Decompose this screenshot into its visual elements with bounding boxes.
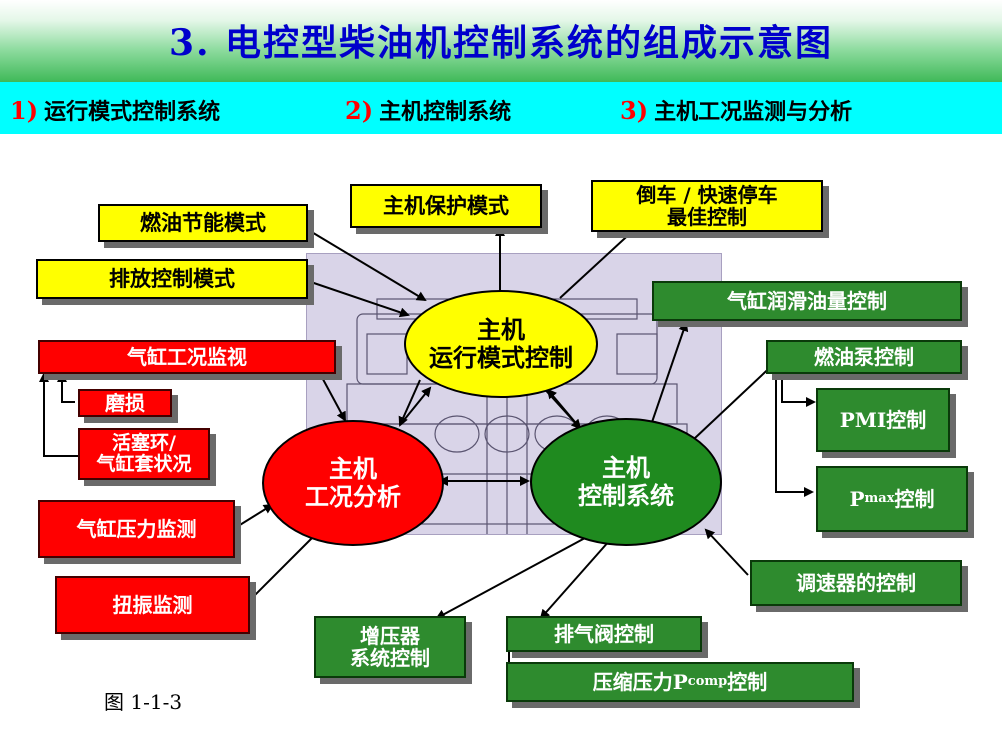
arrow-cylmon-analysis <box>317 369 346 422</box>
wear-box: 磨损 <box>78 389 172 417</box>
arrow-ring <box>39 372 90 457</box>
subtitle-1-text: 运行模式控制系统 <box>44 100 221 125</box>
ring-liner-box: 活塞环/ 气缸套状况 <box>78 428 210 480</box>
figure-caption: 图 1-1-3 <box>104 690 183 714</box>
subtitle-2: 2)主机控制系统 <box>345 94 511 126</box>
subtitle-1: 1)运行模式控制系统 <box>10 94 220 126</box>
arrow-pressure <box>234 503 274 529</box>
arrow-control-lube <box>649 321 689 429</box>
arrow-governor <box>704 528 749 576</box>
arrow-op-analysis <box>398 379 421 427</box>
fuel-saving-mode-box: 燃油节能模式 <box>98 204 308 242</box>
arrow-torsion <box>249 528 322 601</box>
page-title: 3. 电控型柴油机控制系统的组成示意图 <box>168 22 834 64</box>
pmax-label-rest: 控制 <box>894 487 935 511</box>
reverse-stop-box: 倒车 / 快速停车 最佳控制 <box>591 180 823 232</box>
arrow-exhaust <box>539 539 611 620</box>
exhaust-valve-box: 排气阀控制 <box>506 616 702 652</box>
pcomp-subscript: comp <box>687 673 728 689</box>
subtitle-bar <box>0 82 1002 134</box>
subtitle-3: 3)主机工况监测与分析 <box>620 94 852 126</box>
arrow-wear <box>57 372 75 403</box>
protection-mode-box: 主机保护模式 <box>350 184 542 228</box>
subtitle-1-num: 1) <box>10 96 39 125</box>
pcomp-label-rest: 控制 <box>727 670 768 694</box>
arrow-reverse <box>559 226 638 299</box>
arrow-analysis-op <box>399 386 432 426</box>
pcomp-label: 压缩压力P <box>592 670 688 694</box>
pmax-label: P <box>849 487 865 511</box>
arrow-emission <box>304 279 410 318</box>
governor-control-box: 调速器的控制 <box>750 560 962 606</box>
arrow-fuel-saving <box>304 227 427 302</box>
subtitle-2-num: 2) <box>345 96 374 125</box>
subtitle-3-num: 3) <box>620 96 649 125</box>
arrow-control-op <box>546 388 581 429</box>
title-bar <box>0 0 1002 82</box>
pmax-subscript: max <box>864 490 895 506</box>
turbo-system-box: 增压器 系统控制 <box>314 616 466 678</box>
arrow-pmax <box>775 374 814 497</box>
torsion-monitor-box: 扭振监测 <box>55 576 250 634</box>
operation-mode-center: 主机 运行模式控制 <box>404 290 598 398</box>
subtitle-2-text: 主机控制系统 <box>379 100 512 125</box>
arrow-pmi <box>781 374 816 407</box>
fuel-pump-box: 燃油泵控制 <box>766 340 962 374</box>
pmi-control-box: PMI控制 <box>816 388 950 452</box>
arrow-control-fuel <box>694 358 780 439</box>
arrow-turbo <box>435 537 586 619</box>
control-system-center: 主机 控制系统 <box>530 418 722 546</box>
cylinder-pressure-box: 气缸压力监测 <box>38 500 235 558</box>
condition-analysis-center: 主机 工况分析 <box>262 420 444 546</box>
emission-mode-box: 排放控制模式 <box>36 259 308 299</box>
cylinder-monitor-box: 气缸工况监视 <box>38 340 336 374</box>
subtitle-3-text: 主机工况监测与分析 <box>654 100 853 125</box>
lube-oil-box: 气缸润滑油量控制 <box>652 281 962 321</box>
